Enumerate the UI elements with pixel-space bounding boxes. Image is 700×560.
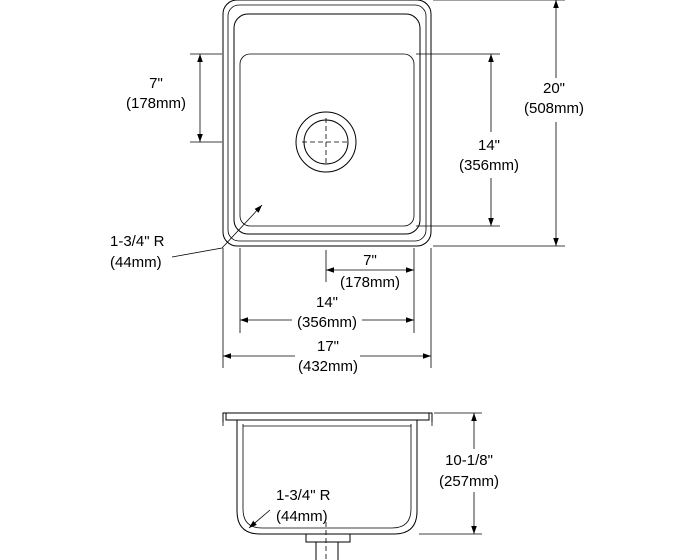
dim-corner-radius-section: 1-3/4" R (44mm) [248,487,331,529]
dim-corner-radius-top-mm: (44mm) [110,254,162,271]
dim-corner-radius-top: 1-3/4" R (44mm) [110,204,263,271]
section-rim-flange [222,412,433,422]
dim-drain-offset-side-inches: 7" [363,252,377,269]
section-drain-stub [305,534,351,560]
dim-overall-length-mm: (508mm) [524,100,584,117]
sink-bowl-outline [233,13,421,235]
dim-bowl-width-inches: 14" [316,294,338,311]
sink-rim-inner-edge [227,4,427,242]
dim-depth-mm: (257mm) [439,473,499,490]
top-view: 7" (178mm) 14" (356mm) 20" (508mm) 1-3/4… [110,0,584,375]
dim-bowl-length-inches: 14" [478,137,500,154]
section-view: 10-1/8" (257mm) 1-3/4" R (44mm) [222,412,499,560]
dim-bowl-length: 14" (356mm) [416,53,519,227]
dim-bowl-length-mm: (356mm) [459,157,519,174]
section-bowl-outline [236,420,418,535]
dim-overall-width-inches: 17" [317,338,339,355]
dim-bowl-width: 14" (356mm) [240,294,414,331]
dim-corner-radius-section-mm: (44mm) [276,508,328,525]
dim-overall-length: 20" (508mm) [433,0,584,247]
sink-bowl-floor [239,53,415,227]
dim-depth: 10-1/8" (257mm) [419,412,499,535]
dim-drain-offset-side: 7" (178mm) [326,252,414,291]
dim-drain-offset-side-mm: (178mm) [340,274,400,291]
dim-overall-length-inches: 20" [543,80,565,97]
dim-overall-width-mm: (432mm) [298,358,358,375]
dim-bowl-width-mm: (356mm) [297,314,357,331]
dim-drain-offset-top: 7" (178mm) [126,53,222,143]
dim-corner-radius-top-inches: 1-3/4" R [110,233,165,250]
dim-corner-radius-section-inches: 1-3/4" R [276,487,331,504]
dim-overall-width: 17" (432mm) [223,338,431,375]
drain [295,111,357,173]
dim-drain-offset-top-mm: (178mm) [126,95,186,112]
dim-drain-offset-top-inches: 7" [149,75,163,92]
sink-outer-rim [222,0,432,247]
dim-depth-inches: 10-1/8" [445,452,493,469]
